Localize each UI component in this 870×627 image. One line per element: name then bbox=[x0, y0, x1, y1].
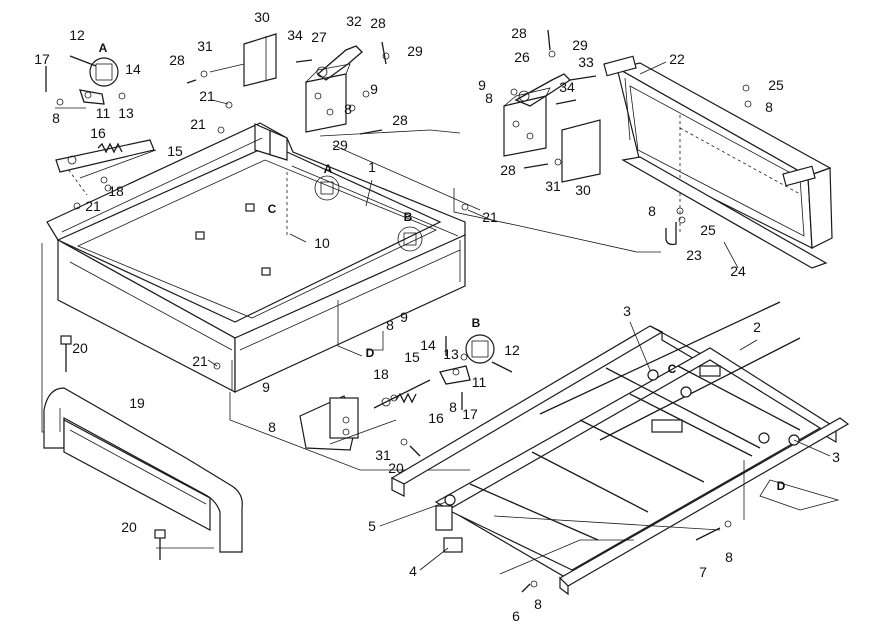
part-callout: 15 bbox=[167, 143, 183, 159]
part-callout: 16 bbox=[428, 410, 444, 426]
part-callout: 28 bbox=[511, 25, 527, 41]
part-callout: 21 bbox=[199, 88, 215, 104]
part-callout: 18 bbox=[108, 183, 124, 199]
part-callout: 9 bbox=[400, 309, 408, 325]
part-callout: 27 bbox=[311, 29, 327, 45]
part-callout: 8 bbox=[648, 203, 656, 219]
part-callout: 10 bbox=[314, 235, 330, 251]
sub-frame bbox=[390, 301, 850, 596]
part-callout: 8 bbox=[268, 419, 276, 435]
detail-marker: D bbox=[777, 479, 786, 493]
rear-guard bbox=[43, 335, 243, 560]
detail-marker: B bbox=[472, 316, 481, 330]
part-callout: 30 bbox=[575, 182, 591, 198]
part-callout: 29 bbox=[407, 43, 423, 59]
part-callout: 2 bbox=[753, 319, 761, 335]
part-callout: 8 bbox=[344, 101, 352, 117]
part-callout: 11 bbox=[96, 105, 111, 121]
part-callout: 17 bbox=[34, 51, 50, 67]
detail-markers: A A B B C C D D bbox=[99, 41, 786, 493]
part-callout: 18 bbox=[373, 366, 389, 382]
part-callout: 19 bbox=[129, 395, 145, 411]
part-callout: 34 bbox=[287, 27, 303, 43]
part-callout: 29 bbox=[572, 37, 588, 53]
part-callout: 8 bbox=[485, 90, 493, 106]
part-callout: 21 bbox=[85, 198, 101, 214]
part-callout: 12 bbox=[69, 27, 85, 43]
part-callout: 34 bbox=[559, 79, 575, 95]
spring-assembly-lower bbox=[299, 379, 431, 457]
part-callout: 6 bbox=[512, 608, 520, 624]
part-callout: 24 bbox=[730, 263, 746, 279]
part-callout: 8 bbox=[765, 99, 773, 115]
part-callout: 4 bbox=[409, 563, 417, 579]
part-callout: 3 bbox=[623, 303, 631, 319]
hinge-assembly-right bbox=[503, 29, 601, 183]
part-callout: 13 bbox=[118, 105, 134, 121]
latch-detail-b bbox=[439, 334, 513, 410]
part-callout: 20 bbox=[72, 340, 88, 356]
part-callout: 28 bbox=[370, 15, 386, 31]
part-callout: 31 bbox=[545, 178, 561, 194]
part-callout: 8 bbox=[52, 110, 60, 126]
part-callout: 28 bbox=[169, 52, 185, 68]
part-callout: 21 bbox=[190, 116, 206, 132]
part-callout: 14 bbox=[420, 337, 436, 353]
part-callout: 16 bbox=[90, 125, 106, 141]
part-callout: 31 bbox=[197, 38, 213, 54]
part-callout: 32 bbox=[346, 13, 362, 29]
detail-marker: D bbox=[366, 346, 375, 360]
part-callout: 20 bbox=[388, 460, 404, 476]
part-callout: 9 bbox=[262, 379, 270, 395]
detail-marker: C bbox=[268, 202, 277, 216]
part-callout: 9 bbox=[478, 77, 486, 93]
part-callout: 1 bbox=[368, 159, 376, 175]
dump-box bbox=[46, 101, 469, 393]
part-callout: 21 bbox=[482, 209, 498, 225]
callout-leaders bbox=[207, 61, 831, 571]
part-callout: 22 bbox=[669, 51, 685, 67]
part-callout: 25 bbox=[700, 222, 716, 238]
part-callout: 7 bbox=[699, 564, 707, 580]
latch-detail-a bbox=[45, 55, 126, 109]
part-callout: 29 bbox=[332, 137, 348, 153]
part-callout: 25 bbox=[768, 77, 784, 93]
part-callout: 30 bbox=[254, 9, 270, 25]
part-callout: 5 bbox=[368, 518, 376, 534]
part-callout: 13 bbox=[443, 346, 459, 362]
part-callout: 8 bbox=[449, 399, 457, 415]
part-callout: 3 bbox=[832, 449, 840, 465]
part-callout: 17 bbox=[462, 406, 478, 422]
detail-marker: B bbox=[404, 210, 413, 224]
detail-marker: C bbox=[668, 362, 677, 376]
tailgate bbox=[603, 55, 833, 269]
part-callout: 12 bbox=[504, 342, 520, 358]
part-callout: 8 bbox=[534, 596, 542, 612]
part-callout: 28 bbox=[392, 112, 408, 128]
detail-marker: A bbox=[324, 162, 333, 176]
part-callout: 8 bbox=[386, 317, 394, 333]
spring-assembly-left bbox=[55, 139, 157, 192]
part-callout: 14 bbox=[125, 61, 141, 77]
part-callout: 11 bbox=[472, 374, 487, 390]
part-callout: 15 bbox=[404, 349, 420, 365]
part-callout: 20 bbox=[121, 519, 137, 535]
part-callout: 9 bbox=[370, 81, 378, 97]
detail-marker: A bbox=[99, 41, 108, 55]
part-callout: 26 bbox=[514, 49, 530, 65]
part-callout: 31 bbox=[375, 447, 391, 463]
part-callout: 8 bbox=[725, 549, 733, 565]
part-callout: 28 bbox=[500, 162, 516, 178]
part-callout: 33 bbox=[578, 54, 594, 70]
hinge-assembly-left bbox=[186, 33, 390, 135]
part-callout: 23 bbox=[686, 247, 702, 263]
part-callout: 21 bbox=[192, 353, 208, 369]
